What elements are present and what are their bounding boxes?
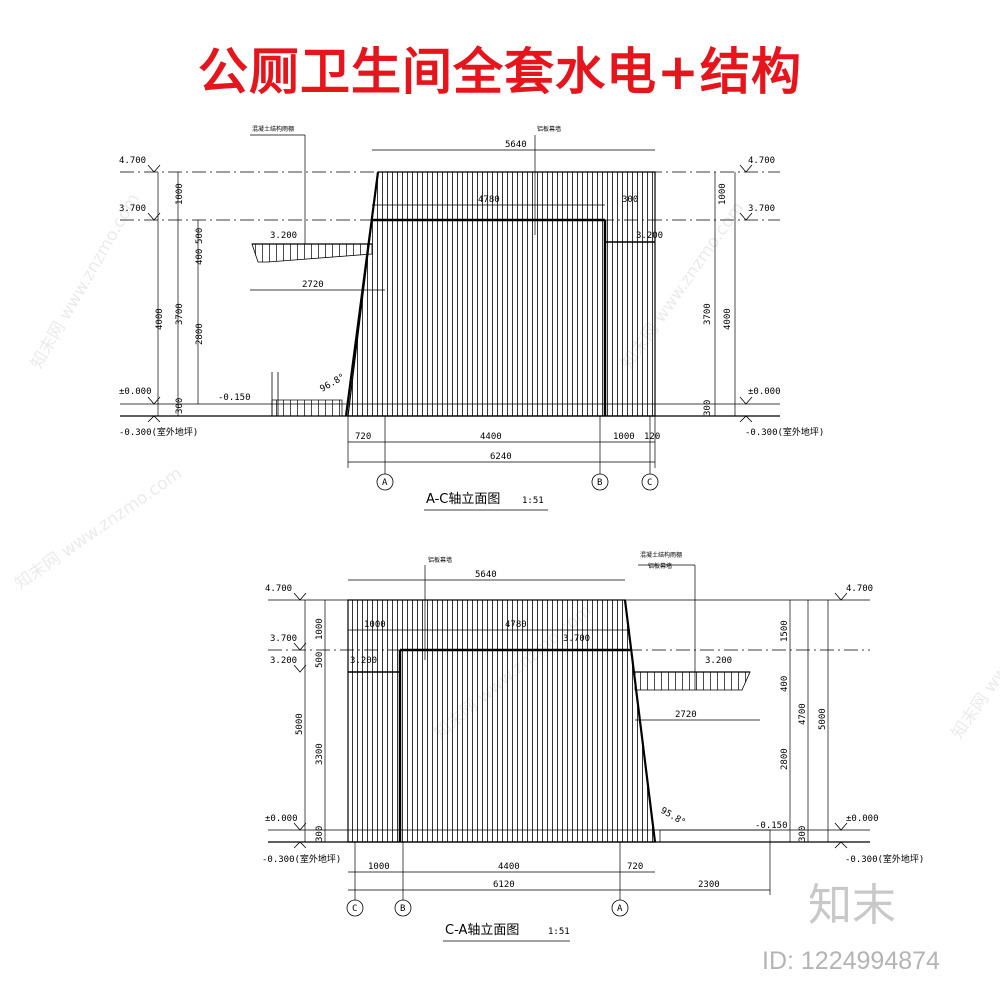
level-label: 3.200	[705, 656, 732, 666]
dim-label: 4400	[498, 862, 520, 872]
dim-label: 1500	[780, 620, 790, 642]
dim-label: 5640	[505, 140, 527, 150]
dim-label: 1000	[368, 862, 390, 872]
dim-label: 2720	[675, 710, 697, 720]
image-id: ID: 1224994874	[762, 947, 940, 975]
level-label: 3.700	[563, 634, 590, 644]
dim-label: 6120	[493, 880, 515, 890]
level-label: 3.200	[270, 231, 297, 241]
dim-label: 2800	[195, 323, 205, 345]
dim-label: 2300	[698, 880, 720, 890]
level-label: -0.300(室外地坪)	[119, 426, 198, 438]
dim-label: 4000	[723, 308, 733, 330]
dim-label: 5000	[295, 713, 305, 735]
axis-bubble-label: B	[597, 478, 602, 488]
dim-label: 300	[175, 398, 185, 414]
dim-label: 500	[195, 228, 205, 244]
dim-label: 2800	[780, 748, 790, 770]
dim-label: 3700	[175, 303, 185, 325]
dim-label: 400	[780, 676, 790, 692]
dim-label: 720	[355, 432, 371, 442]
elevation-c-a	[268, 564, 870, 917]
level-label: -0.150	[218, 393, 251, 403]
annotation-note: 铝板幕墙	[428, 556, 452, 564]
axis-bubble-label: B	[400, 904, 405, 914]
dim-label: 4700	[798, 703, 808, 725]
canopy	[634, 671, 751, 691]
dim-label: 4780	[478, 195, 500, 205]
level-label: 4.700	[748, 156, 775, 166]
facade-hatch	[347, 171, 656, 417]
dim-label: 400	[195, 249, 205, 265]
brand-watermark: 知末 ID: 1224994874	[762, 880, 940, 975]
level-label: ±0.000	[119, 387, 152, 397]
page-title: 公厕卫生间全套水电+结构	[198, 43, 802, 101]
dim-label: 1000	[364, 620, 386, 630]
dim-label: 3700	[703, 303, 713, 325]
elevation-scale: 1:51	[522, 496, 544, 506]
watermark-text: 知末网 www.znzmo.com	[948, 568, 1000, 742]
level-label: 4.700	[846, 584, 873, 594]
dim-label: 2720	[302, 280, 324, 290]
axis-bubble-label: C	[647, 478, 652, 488]
elevation-caption: C-A轴立面图	[445, 923, 519, 938]
dim-label: 3300	[315, 743, 325, 765]
dim-label: 500	[315, 652, 325, 668]
dim-label: 1000	[315, 618, 325, 640]
axis-bubble-label: A	[382, 478, 388, 488]
elevation-caption: A-C轴立面图	[426, 492, 500, 507]
dim-label: 1000	[175, 183, 185, 205]
dim-label: 720	[627, 862, 643, 872]
angle-label: 96.8°	[319, 372, 347, 394]
level-label: 4.700	[119, 156, 146, 166]
level-label: -0.150	[755, 821, 788, 831]
dim-label: 4400	[480, 432, 502, 442]
level-label: -0.300(室外地坪)	[745, 426, 824, 438]
dim-label: 5640	[475, 570, 497, 580]
level-label: -0.300(室外地坪)	[262, 853, 341, 865]
elevation-a-c-labels: 4.700 3.700 3.200 ±0.000 -0.300(室外地坪) -0…	[119, 125, 824, 511]
level-label: 3.200	[636, 231, 663, 241]
level-label: 3.200	[270, 656, 297, 666]
level-label: ±0.000	[265, 814, 298, 824]
angle-label: 95.8°	[659, 806, 687, 828]
brand-logo: 知末	[808, 880, 896, 931]
dim-label: 300	[622, 195, 638, 205]
elevation-a-c	[120, 134, 780, 491]
dim-label: 1000	[613, 432, 635, 442]
watermark-text: 知末网 www.znzmo.com	[11, 464, 185, 594]
dim-label: 6240	[490, 452, 512, 462]
level-label: ±0.000	[846, 814, 879, 824]
axis-bubble-label: A	[617, 904, 623, 914]
dim-label: 4000	[155, 308, 165, 330]
dim-label: 4780	[505, 620, 527, 630]
level-label: -0.300(室外地坪)	[845, 853, 924, 865]
level-label: ±0.000	[748, 387, 781, 397]
level-label: 4.700	[265, 584, 292, 594]
annotation-note: 混凝土结构雨棚	[252, 125, 294, 133]
annotation-note: 铝板幕墙	[537, 125, 561, 133]
dim-label: 1000	[718, 183, 728, 205]
dim-label: 300	[798, 826, 808, 842]
annotation-note: 铝板幕墙	[648, 562, 672, 570]
level-label: 3.200	[350, 656, 377, 666]
facade-hatch	[347, 599, 656, 843]
dim-label: 120	[644, 432, 660, 442]
level-label: 3.700	[270, 634, 297, 644]
elevation-scale: 1:51	[548, 927, 570, 937]
annotation-note: 混凝土结构雨棚	[640, 551, 682, 559]
level-label: 3.700	[748, 204, 775, 214]
dim-label: 300	[315, 826, 325, 842]
dim-label: 5000	[818, 708, 828, 730]
level-label: 3.700	[119, 204, 146, 214]
canopy	[251, 243, 373, 263]
watermark-text: 知末网 www.znzmo.com	[27, 190, 144, 372]
axis-bubble-label: C	[352, 904, 357, 914]
dim-label: 300	[703, 400, 713, 416]
